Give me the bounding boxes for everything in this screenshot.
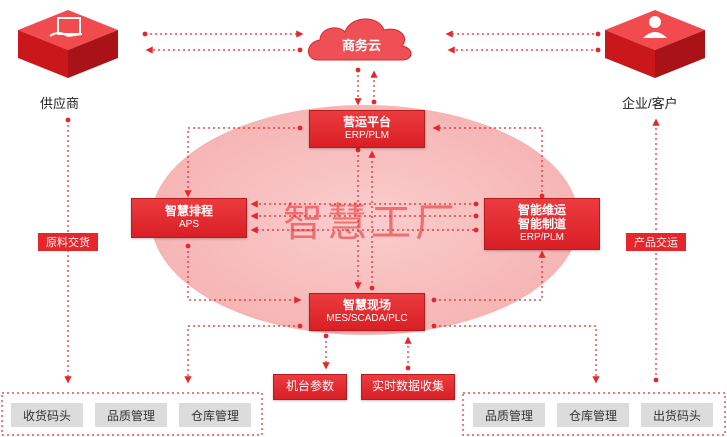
smart-site-box: 智慧现场 MES/SCADA/PLC [309,293,425,331]
smart-ops-box: 智能维运 智能制道 ERP/PLM [484,198,600,250]
left-group-item: 品质管理 [95,403,167,427]
right-group-border [462,392,726,436]
left-group-border [1,392,263,436]
cloud-shape [308,18,412,61]
ops-platform-subtitle: ERP/PLM [345,130,389,142]
supplier-icon [18,10,118,78]
left-group-item: 收货码头 [11,403,83,427]
ops-platform-box: 营运平台 ERP/PLM [309,110,425,148]
product-delivery-tag: 产品交运 [626,233,686,251]
scheduling-title: 智慧排程 [164,204,213,219]
smart-ops-title-1: 智能维运 [517,203,566,218]
smart-ops-title-2: 智能制道 [517,217,566,232]
cloud-label: 商务云 [342,38,382,53]
scheduling-box: 智慧排程 APS [131,198,247,238]
realtime-data-box: 实时数据收集 [361,374,455,400]
left-group-item: 仓库管理 [179,403,251,427]
scheduling-subtitle: APS [178,219,199,231]
right-group-item: 出货码头 [641,403,713,427]
smart-factory-watermark: 智慧工厂 [283,201,459,245]
right-group-item: 品质管理 [473,403,545,427]
smart-ops-subtitle: ERP/PLM [520,232,564,244]
customer-label: 企业/客户 [622,96,678,111]
smart-site-subtitle: MES/SCADA/PLC [326,313,408,325]
right-group-item: 仓库管理 [557,403,629,427]
customer-icon [605,10,705,78]
raw-material-tag: 原料交货 [38,233,98,251]
supplier-label: 供应商 [40,96,80,111]
machine-params-box: 机台参数 [273,374,347,400]
smart-site-title: 智慧现场 [342,298,391,313]
ops-platform-title: 营运平台 [342,115,391,130]
